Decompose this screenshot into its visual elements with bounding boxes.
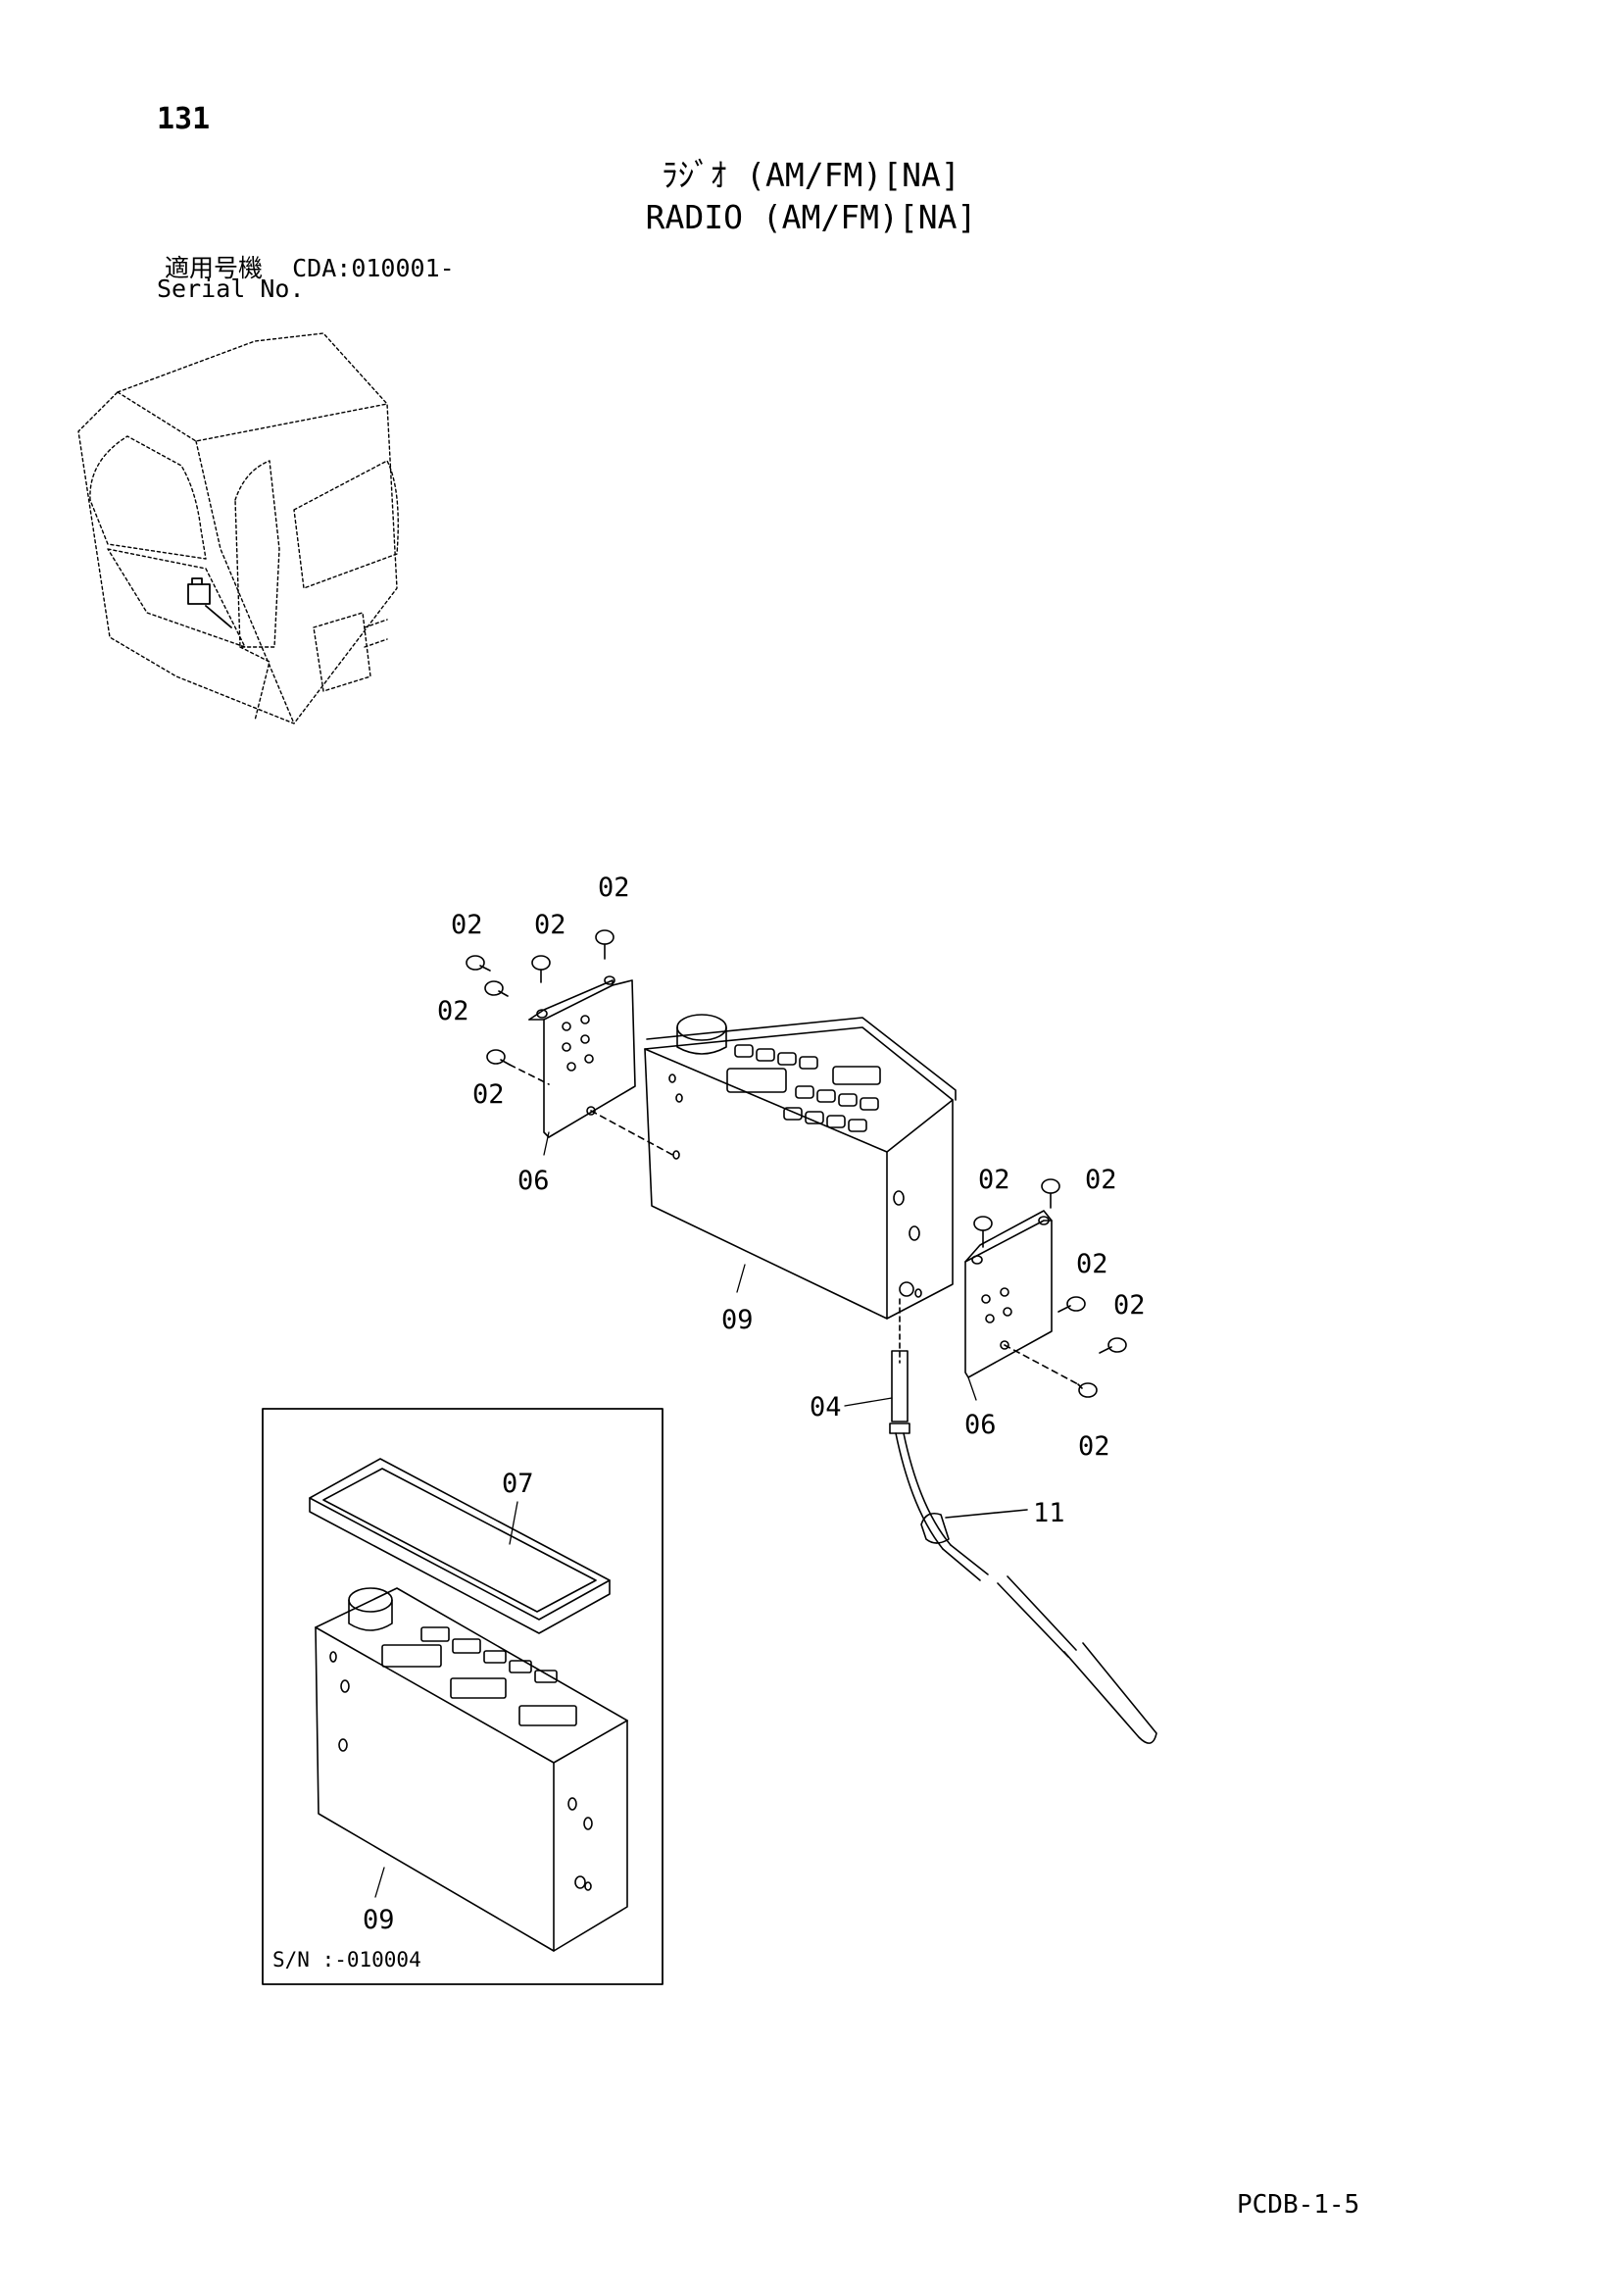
callout-02: 02 bbox=[451, 910, 483, 940]
inset-frame bbox=[262, 1408, 664, 1985]
callout-02: 02 bbox=[534, 910, 566, 940]
antenna-cable bbox=[889, 1298, 1157, 1744]
title-english: RADIO (AM/FM)[NA] bbox=[645, 198, 977, 236]
document-code: PCDB-1-5 bbox=[1237, 2190, 1360, 2220]
callout-02: 02 bbox=[1076, 1249, 1108, 1279]
callout-02: 02 bbox=[437, 996, 469, 1026]
callout-02: 02 bbox=[598, 873, 630, 903]
callout-09: 09 bbox=[363, 1905, 395, 1935]
left-screws bbox=[466, 929, 677, 1158]
serial-applicability: 適用号機 CDA:010001- bbox=[165, 249, 455, 284]
callout-02: 02 bbox=[978, 1165, 1010, 1195]
callout-02: 02 bbox=[1113, 1290, 1146, 1321]
inset-radio bbox=[315, 1587, 628, 1952]
inset-serial-note: S/N :-010004 bbox=[272, 1948, 421, 1972]
callout-02: 02 bbox=[1078, 1431, 1110, 1462]
serial-label-en: Serial No. bbox=[157, 275, 305, 303]
leader-lines bbox=[374, 1131, 977, 1898]
right-screws bbox=[973, 1178, 1127, 1398]
callout-06: 06 bbox=[964, 1410, 997, 1440]
left-bracket bbox=[528, 975, 636, 1138]
right-bracket bbox=[964, 1210, 1079, 1385]
title-japanese: ﾗｼﾞｵ (AM/FM)[NA] bbox=[662, 156, 960, 194]
callout-06: 06 bbox=[517, 1166, 550, 1196]
page-number: 131 bbox=[157, 102, 211, 136]
radio-unit bbox=[644, 1014, 957, 1320]
inset-cover bbox=[309, 1458, 611, 1634]
callout-09: 09 bbox=[721, 1305, 754, 1335]
serial-value: CDA:010001- bbox=[292, 254, 455, 282]
callout-11: 11 bbox=[1033, 1498, 1065, 1528]
radio-location-marker bbox=[187, 577, 232, 628]
callout-04: 04 bbox=[810, 1392, 842, 1423]
cab-overview bbox=[77, 332, 399, 724]
serial-label-jp: 適用号機 bbox=[165, 254, 264, 282]
cable-clamp bbox=[920, 1509, 1028, 1544]
callout-02: 02 bbox=[472, 1079, 505, 1110]
callout-07: 07 bbox=[502, 1469, 534, 1499]
callout-02: 02 bbox=[1085, 1165, 1117, 1195]
callout-labels: 02 02 02 02 02 06 09 02 02 02 02 02 06 0… bbox=[272, 873, 1146, 1972]
